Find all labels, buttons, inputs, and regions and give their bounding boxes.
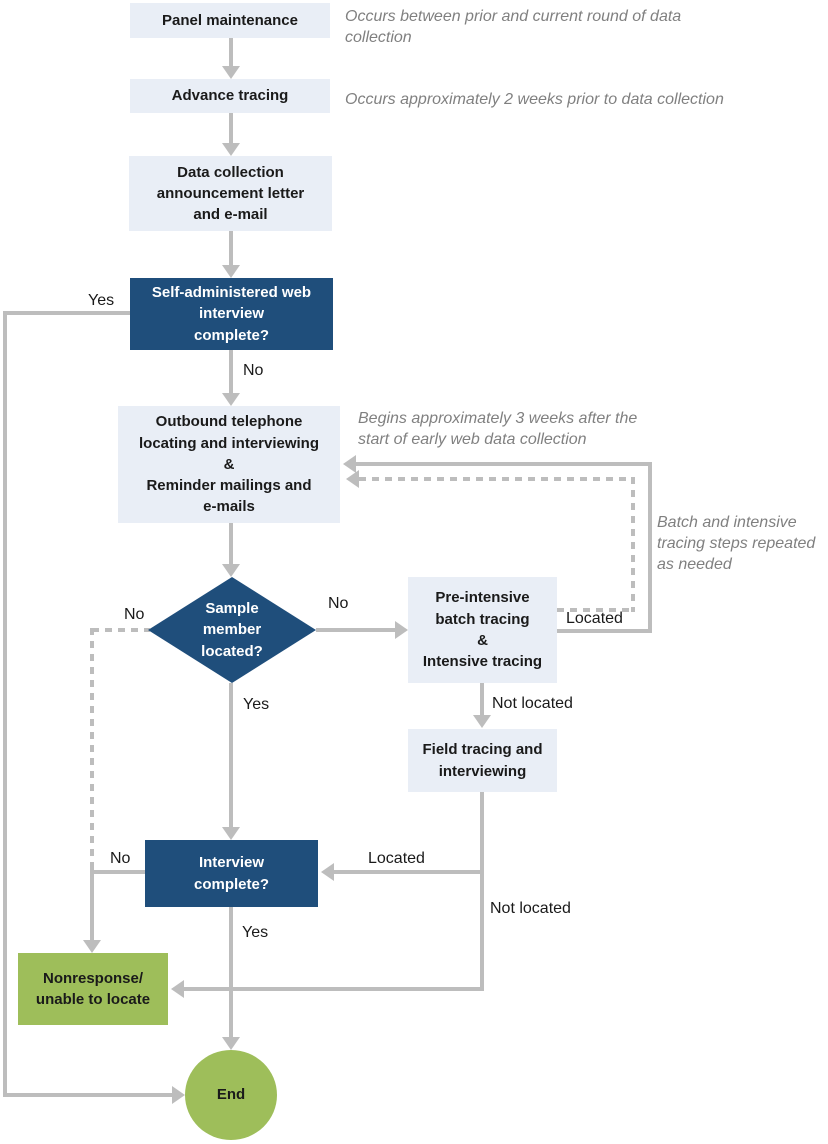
connector-repeat-loop-bottom-dashed: [557, 608, 635, 612]
connector-no-to-nonresponse: [90, 868, 94, 942]
node-label: Field tracing and interviewing: [422, 741, 543, 780]
process-box-field-tracing: Field tracing and interviewing: [408, 729, 557, 792]
arrowhead-icon: [83, 940, 101, 953]
node-label: End: [216, 1086, 246, 1104]
connector-field-located-horizontal: [334, 870, 484, 874]
decision-diamond-sample-member-located: Sample member located?: [148, 577, 316, 683]
connector-outbound-to-diamond: [229, 523, 233, 566]
note-panel-maintenance: Occurs between prior and current round o…: [345, 8, 682, 47]
connector-diamond-yes-to-interview: [229, 683, 233, 829]
arrowhead-icon: [222, 143, 240, 156]
connector-advance-to-announcement: [229, 113, 233, 145]
arrowhead-icon: [343, 455, 356, 473]
arrowhead-icon: [222, 564, 240, 577]
edge-label-batch-located: Located: [566, 610, 623, 627]
connector-web-no-to-outbound: [229, 350, 233, 395]
terminal-circle-end: End: [185, 1050, 277, 1140]
connector-diamond-no-left-dashed: [92, 628, 150, 632]
edge-label-field-not-located: Not located: [490, 900, 571, 917]
edge-label-interview-yes: Yes: [242, 924, 269, 941]
connector-announcement-to-web: [229, 231, 233, 267]
edge-label-diamond-no-left: No: [124, 606, 145, 623]
connector-repeat-loop-top-dashed: [359, 477, 635, 481]
process-box-outbound-telephone: Outbound telephone locating and intervie…: [118, 406, 340, 523]
edge-label-field-located: Located: [368, 850, 425, 867]
connector-batch-to-field: [480, 683, 484, 717]
arrowhead-icon: [171, 980, 184, 998]
connector-located-loop-vertical: [648, 462, 652, 633]
arrowhead-icon: [473, 715, 491, 728]
arrowhead-icon: [222, 1037, 240, 1050]
edge-label-diamond-yes: Yes: [243, 696, 270, 713]
arrowhead-icon: [321, 863, 334, 881]
node-label: Sample member located?: [201, 600, 263, 660]
note-tracing-repeat: Batch and intensive tracing steps repeat…: [657, 514, 816, 574]
edge-label-interview-no: No: [110, 850, 131, 867]
process-box-panel-maintenance: Panel maintenance: [130, 3, 330, 38]
arrowhead-icon: [395, 621, 408, 639]
arrowhead-icon: [222, 827, 240, 840]
arrowhead-icon: [222, 265, 240, 278]
node-label: Nonresponse/ unable to locate: [35, 969, 151, 1008]
edge-label-batch-not-located: Not located: [492, 695, 573, 712]
process-box-batch-tracing: Pre-intensive batch tracing & Intensive …: [408, 577, 557, 683]
connector-web-yes-horizontal: [3, 311, 131, 315]
node-label: Data collection announcement letter and …: [156, 163, 305, 224]
node-label: Pre-intensive batch tracing & Intensive …: [422, 589, 543, 671]
decision-box-web-interview-complete: Self-administered web interview complete…: [130, 278, 333, 350]
arrowhead-icon: [222, 393, 240, 406]
connector-repeat-loop-vertical-dashed: [631, 477, 635, 612]
arrowhead-icon: [222, 66, 240, 79]
node-label: Outbound telephone locating and intervie…: [138, 413, 320, 516]
connector-web-yes-vertical: [3, 311, 7, 1097]
connector-interview-no-horizontal: [92, 870, 147, 874]
connector-interview-yes-to-end: [229, 907, 233, 1039]
connector-located-loop-bottom: [557, 629, 652, 633]
connector-notlocated-to-nonresponse: [184, 987, 484, 991]
arrowhead-icon: [346, 470, 359, 488]
connector-field-down-vertical: [480, 792, 484, 991]
note-outbound: Begins approximately 3 weeks after the s…: [358, 410, 638, 449]
connector-into-end: [3, 1093, 173, 1097]
node-label: Advance tracing: [171, 87, 289, 105]
process-box-announcement: Data collection announcement letter and …: [129, 156, 332, 231]
terminal-box-nonresponse: Nonresponse/ unable to locate: [18, 953, 168, 1025]
arrowhead-icon: [172, 1086, 185, 1104]
connector-no-left-vertical-dashed: [90, 628, 94, 868]
note-advance-tracing: Occurs approximately 2 weeks prior to da…: [345, 91, 724, 108]
node-label: Interview complete?: [193, 854, 269, 893]
node-label: Panel maintenance: [162, 11, 298, 29]
decision-box-interview-complete: Interview complete?: [145, 840, 318, 907]
connector-panel-to-advance: [229, 38, 233, 68]
connector-diamond-no-right: [316, 628, 396, 632]
edge-label-diamond-no-right: No: [328, 595, 349, 612]
connector-located-loop-top: [356, 462, 652, 466]
edge-label-web-no: No: [243, 362, 264, 379]
process-box-advance-tracing: Advance tracing: [130, 79, 330, 113]
node-label: Self-administered web interview complete…: [151, 284, 312, 344]
edge-label-web-yes: Yes: [88, 292, 115, 309]
